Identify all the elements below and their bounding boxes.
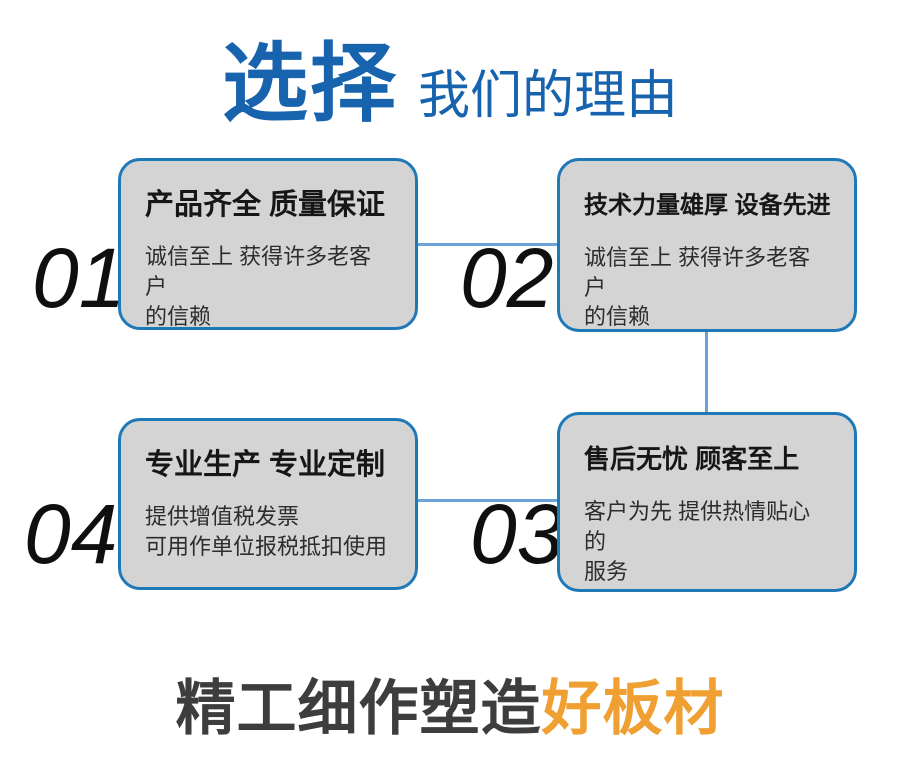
connector-line-right — [705, 332, 708, 412]
connector-line-bottom — [418, 499, 557, 502]
feature-card-03: 售后无忧 顾客至上 客户为先 提供热情贴心的 服务 — [557, 412, 857, 592]
feature-card-04: 专业生产 专业定制 提供增值税发票 可用作单位报税抵扣使用 — [118, 418, 418, 590]
footer-slogan: 精工细作塑造 好板材 — [0, 674, 900, 743]
feature-card-01-title: 产品齐全 质量保证 — [145, 189, 386, 221]
feature-card-04-title: 专业生产 专业定制 — [145, 449, 386, 481]
connector-line-top — [418, 243, 557, 246]
step-number-03: 03 — [470, 487, 564, 581]
feature-card-03-title: 售后无忧 顾客至上 — [584, 444, 800, 474]
footer-slogan-main: 精工细作塑造 — [175, 675, 542, 742]
feature-card-01: 产品齐全 质量保证 诚信至上 获得许多老客户 的信赖 — [118, 158, 418, 330]
feature-card-02-title: 技术力量雄厚 设备先进 — [584, 192, 831, 219]
page-title: 选择 我们的理由 — [0, 0, 900, 132]
feature-card-03-desc: 客户为先 提供热情贴心的 服务 — [584, 498, 811, 584]
step-number-04: 04 — [24, 487, 118, 581]
title-primary: 选择 — [221, 35, 398, 132]
title-secondary: 我们的理由 — [417, 67, 678, 125]
footer-slogan-accent: 好板材 — [541, 675, 725, 742]
feature-card-02-desc: 诚信至上 获得许多老客户 的信赖 — [584, 244, 811, 330]
step-number-01: 01 — [32, 231, 126, 325]
feature-card-04-desc: 提供增值税发票 可用作单位报税抵扣使用 — [145, 504, 388, 560]
feature-card-02: 技术力量雄厚 设备先进 诚信至上 获得许多老客户 的信赖 — [557, 158, 857, 332]
feature-card-01-desc: 诚信至上 获得许多老客户 的信赖 — [145, 244, 372, 330]
step-number-02: 02 — [460, 231, 554, 325]
